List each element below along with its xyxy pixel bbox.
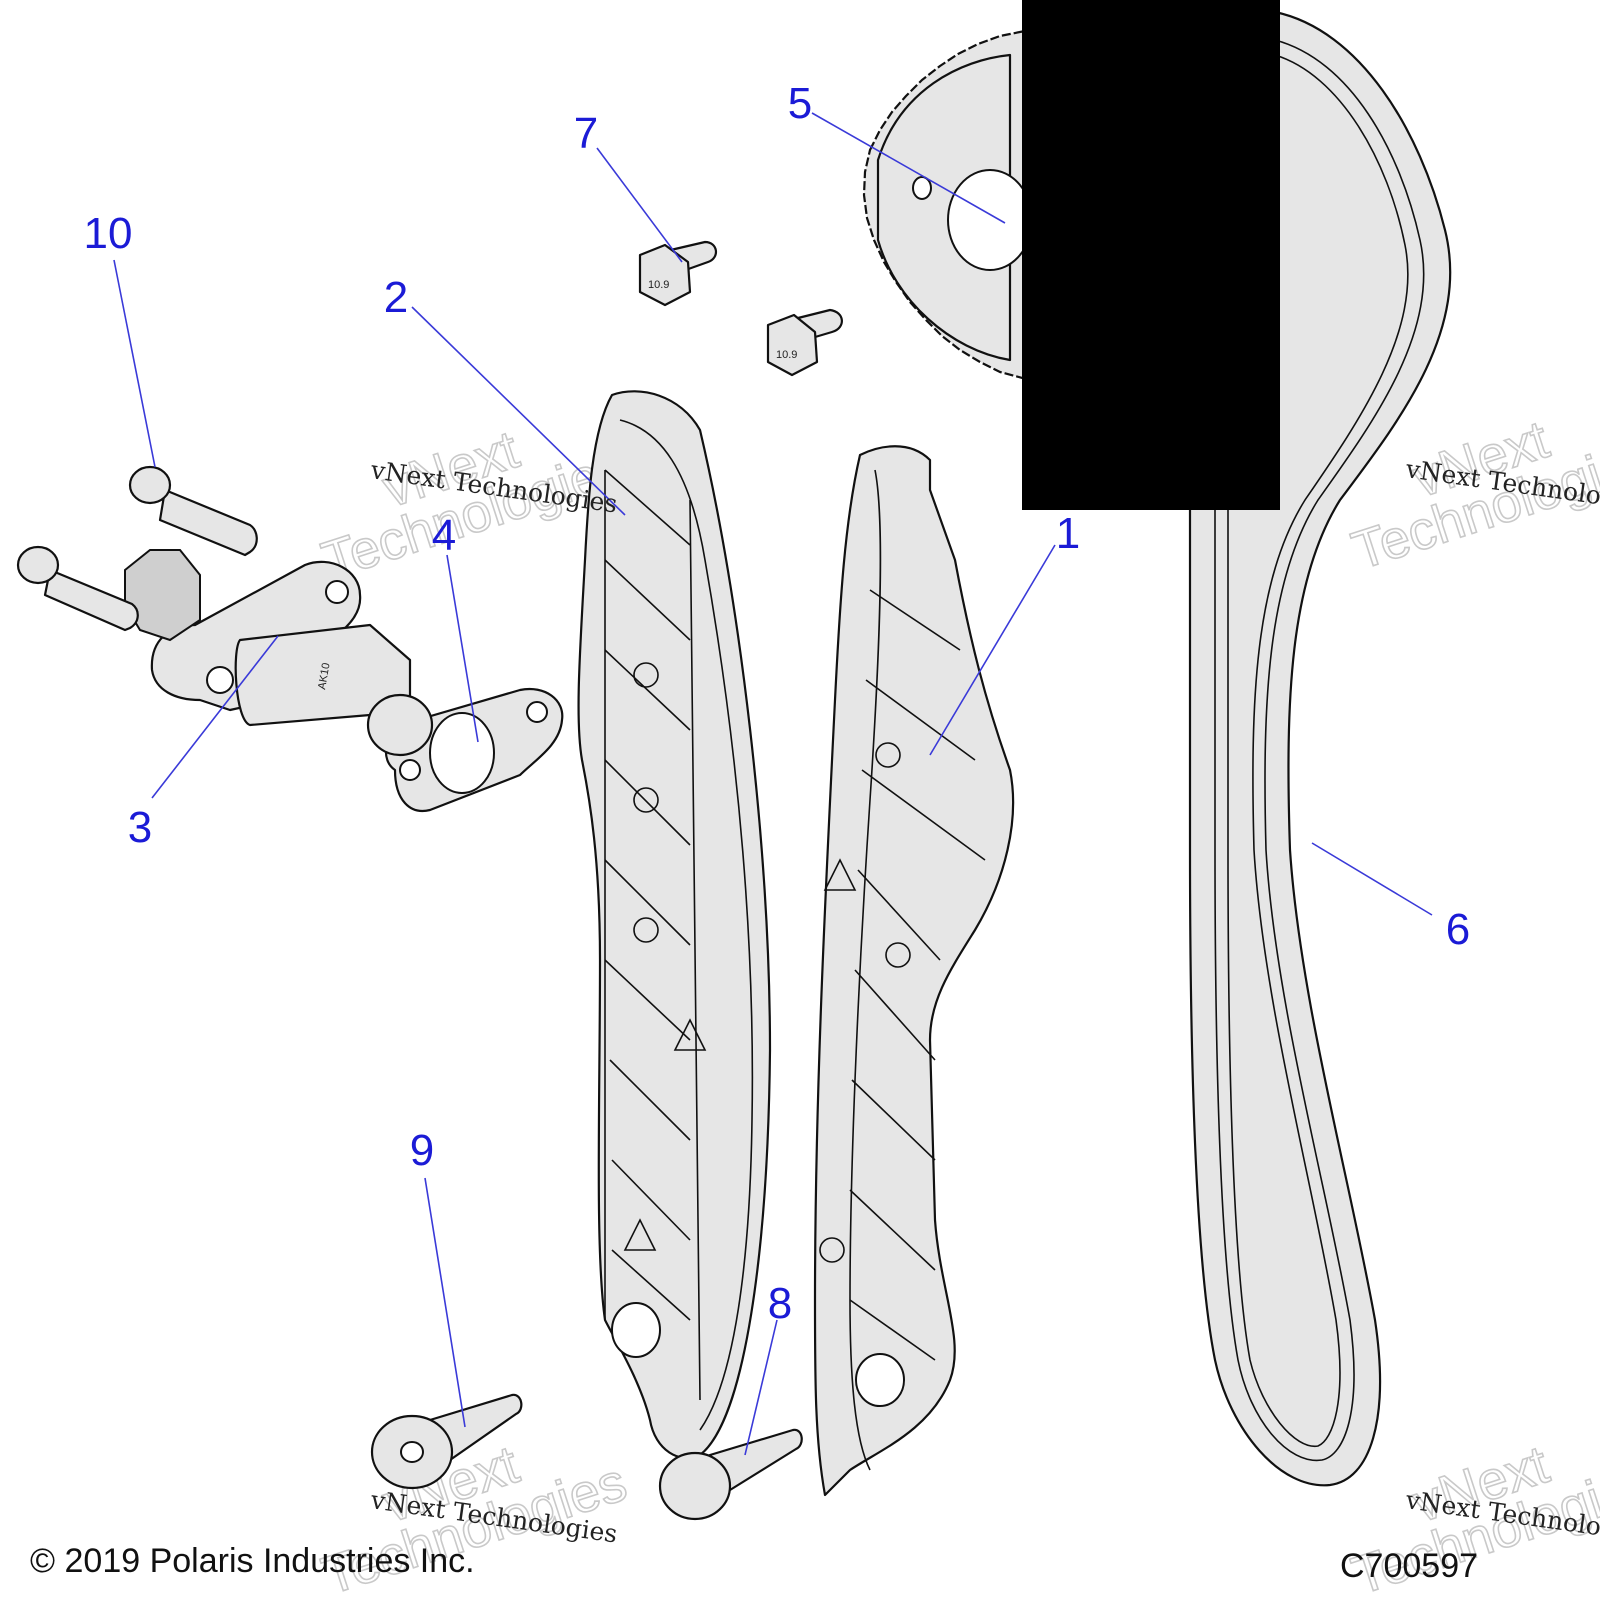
cam-sprocket [862, 28, 1033, 382]
leader-line-9 [424, 1177, 466, 1428]
leader-line-3 [151, 635, 279, 799]
leader-line-6 [1311, 842, 1433, 916]
callout-9: 9 [410, 1126, 434, 1175]
bolt-grade-marking: 10.9 [648, 279, 669, 291]
callout-1: 1 [1056, 509, 1080, 558]
sprocket-bore [947, 169, 1033, 271]
sprocket-bolt-lower: 10.9 [766, 308, 843, 377]
leader-lines [113, 112, 1433, 1456]
leader-line-5 [811, 112, 1006, 224]
guide-pivot-bolt-left [370, 1393, 523, 1490]
sprocket-bolt-upper: 10.9 [638, 240, 717, 307]
callout-3: 3 [128, 803, 152, 852]
callout-4: 4 [432, 511, 456, 560]
leader-line-7 [596, 147, 683, 263]
redaction-block [1022, 0, 1280, 510]
leader-line-10 [113, 259, 156, 468]
tensioner-bolt-lower [16, 545, 139, 632]
callout-10: 10 [84, 209, 133, 258]
tensioner-marking: AK10 [316, 662, 332, 691]
tensioner-bolt-upper [128, 465, 258, 557]
leader-line-1 [929, 544, 1056, 756]
figure-code: C700597 [1340, 1547, 1478, 1585]
callout-2: 2 [384, 273, 408, 322]
chain-tensioner: AK10 [124, 549, 434, 757]
copyright-text: © 2019 Polaris Industries Inc. [30, 1542, 475, 1580]
callout-6: 6 [1446, 905, 1470, 954]
bolt-grade-marking: 10.9 [776, 349, 797, 361]
callout-5: 5 [788, 79, 812, 128]
leader-line-4 [446, 554, 479, 743]
watermark-text-group: vNext Technologies vNext Technologies vN… [368, 454, 1600, 1548]
callout-8: 8 [768, 1279, 792, 1328]
leader-line-2 [411, 306, 626, 516]
leader-line-8 [744, 1319, 778, 1456]
callout-labels: 1 2 3 4 5 6 7 8 9 10 [84, 79, 1471, 1328]
tensioner-guide [577, 390, 772, 1460]
fixed-guide [813, 445, 1015, 1497]
callout-7: 7 [574, 109, 598, 158]
guide-pivot-bolt-right [658, 1428, 803, 1521]
